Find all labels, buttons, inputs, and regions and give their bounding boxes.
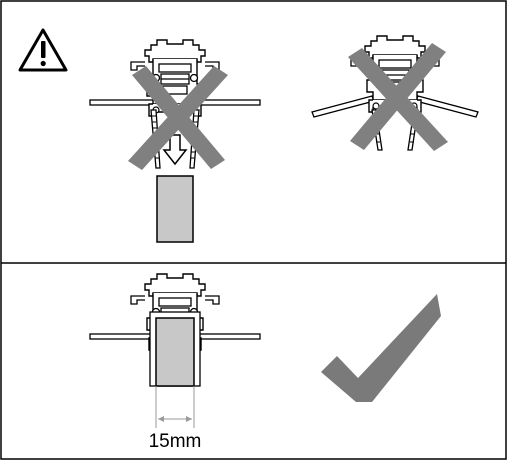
dimension-label: 15mm <box>149 431 202 452</box>
cross-mark-icon <box>128 66 228 170</box>
warning-triangle-icon <box>18 28 68 72</box>
bent-plate-right <box>415 95 479 118</box>
correct-installation: 15mm <box>89 273 441 452</box>
arrow-down-icon <box>162 134 188 166</box>
removed-insert <box>156 175 194 243</box>
inserted-insert <box>155 317 195 387</box>
dimension-15mm: 15mm <box>149 386 202 452</box>
bent-plate-left <box>311 95 375 118</box>
wrong-installation-right <box>311 35 479 151</box>
check-mark-icon <box>321 294 441 402</box>
wrong-installation-left <box>89 39 261 243</box>
cross-mark-icon-right <box>348 43 448 151</box>
